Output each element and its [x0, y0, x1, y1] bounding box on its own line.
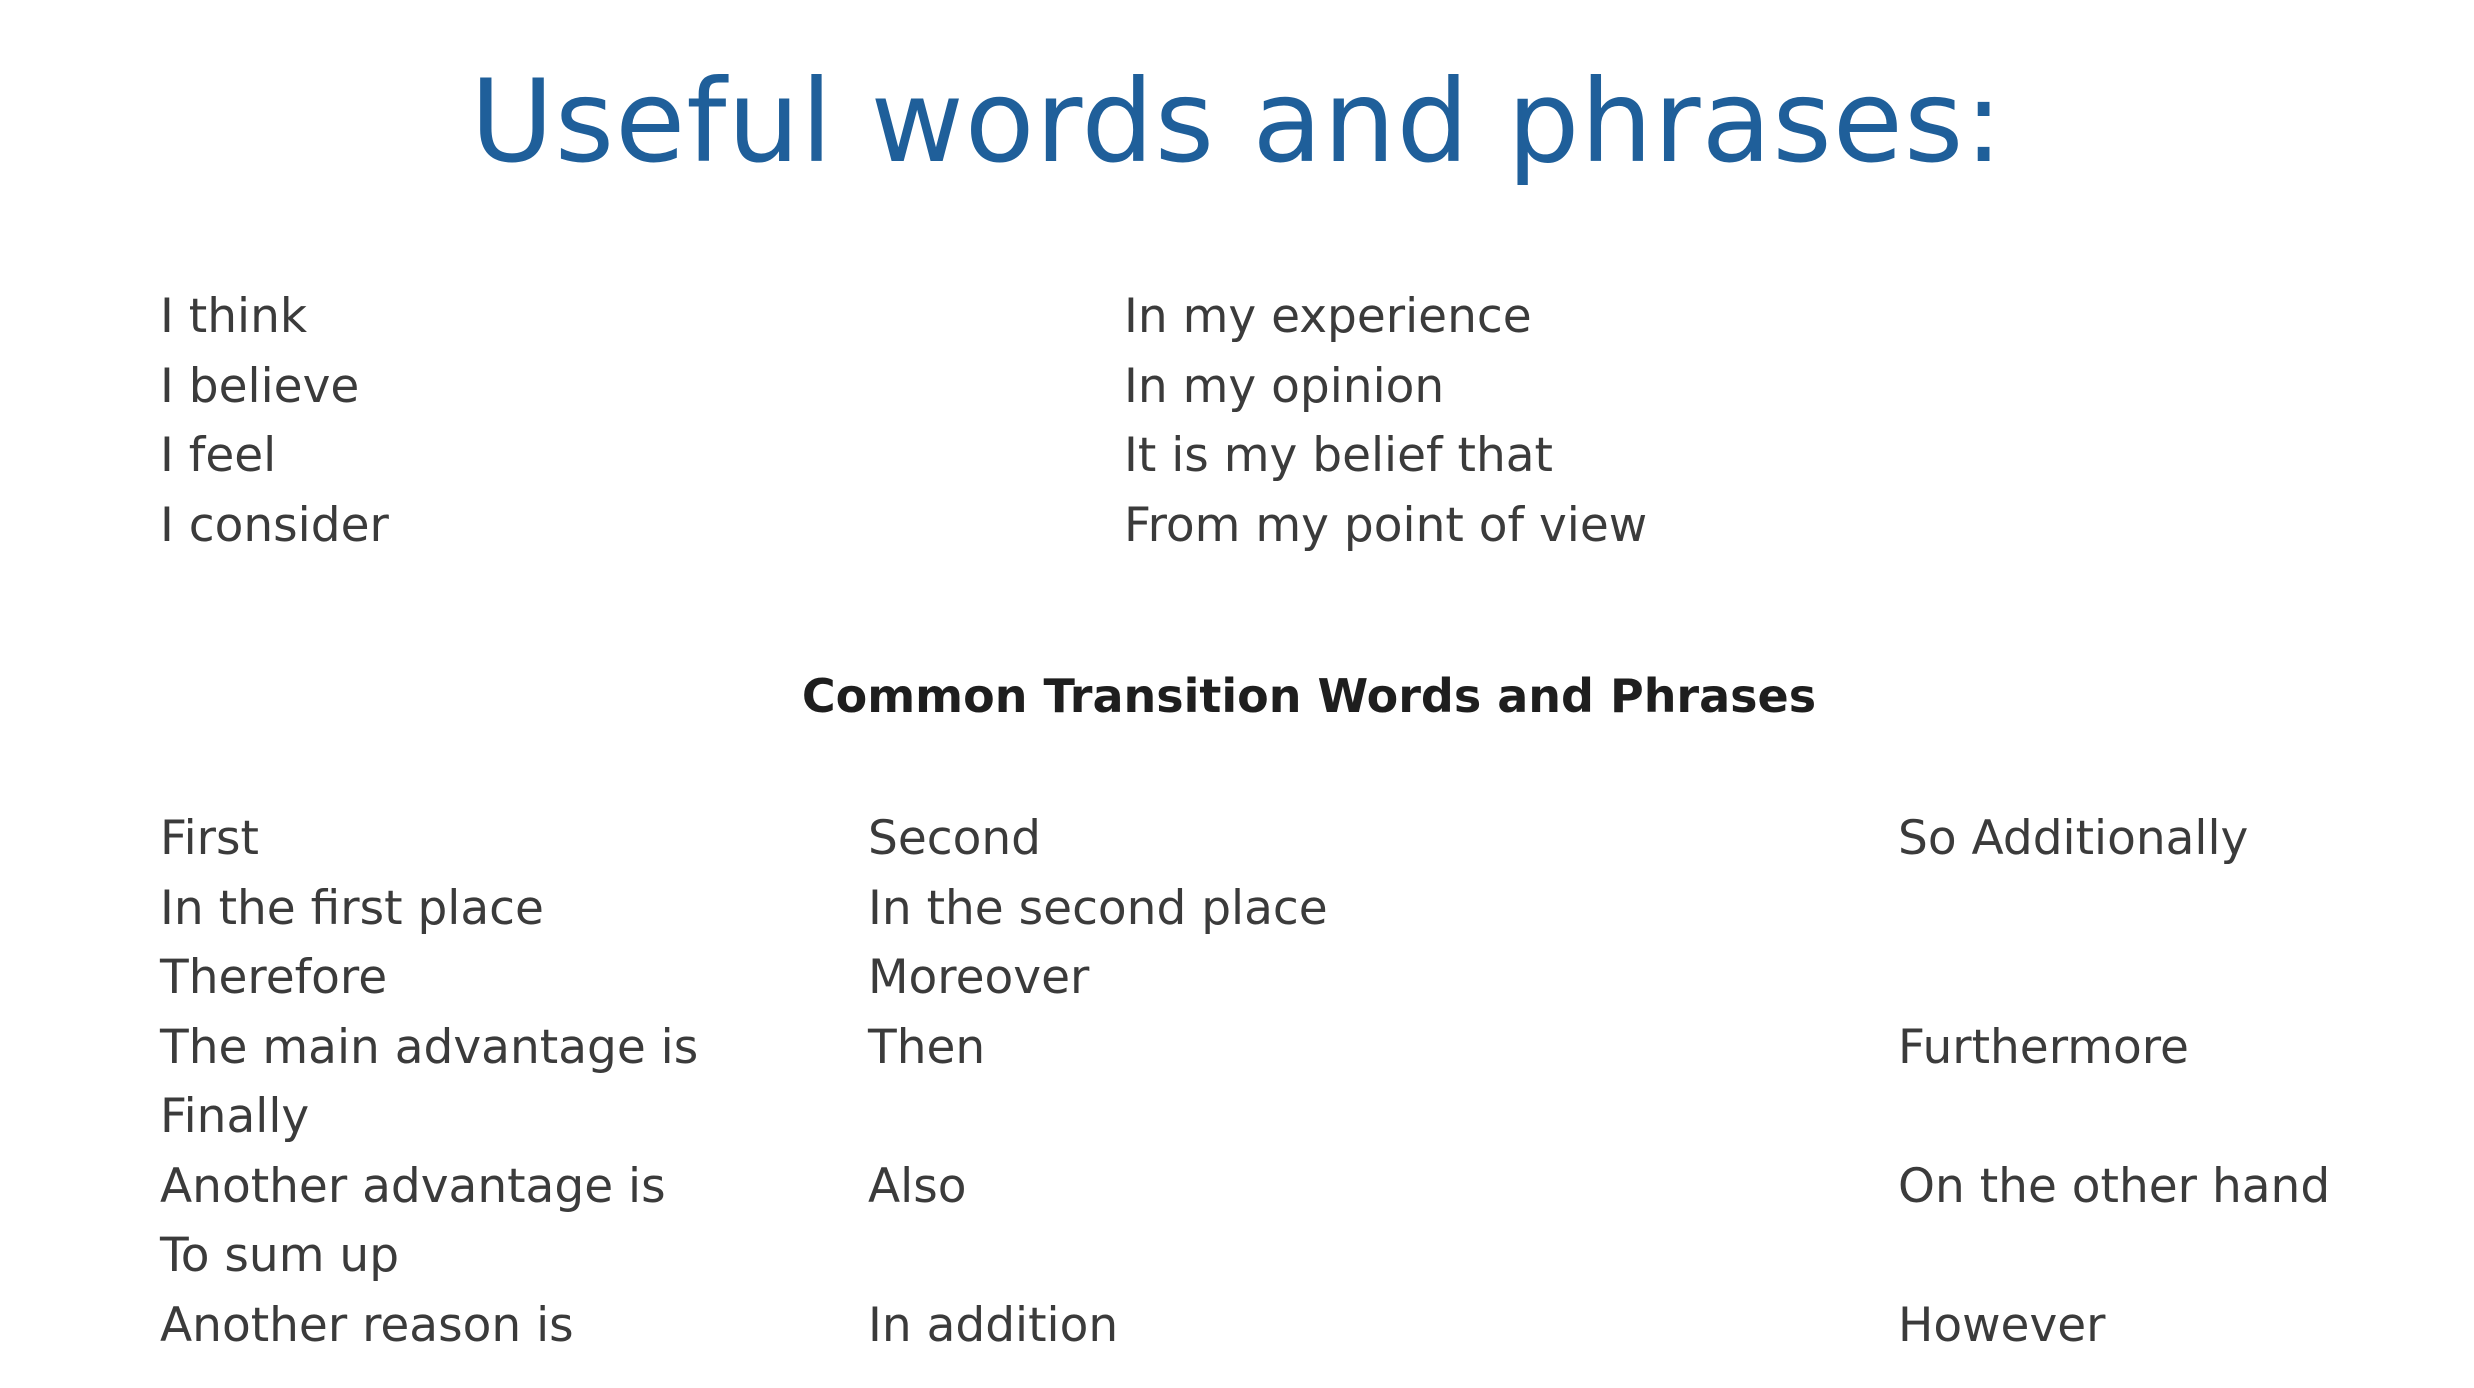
transition-phrase: Moreover — [868, 950, 1090, 1005]
transition-phrase — [1898, 874, 2330, 944]
transition-phrase — [1898, 1221, 2330, 1291]
transition-phrase — [1898, 943, 2330, 1013]
transition-phrase: Also — [868, 1158, 967, 1214]
opinion-phrase: It is my belief that — [1124, 428, 1553, 483]
transition-phrase: Another advantage is — [160, 1158, 666, 1214]
transition-phrase: In addition — [868, 1297, 1119, 1353]
transition-phrase: In the second place — [868, 880, 1328, 936]
transition-phrase — [868, 1082, 1328, 1152]
transition-phrase: Second — [868, 811, 1041, 866]
opinion-phrase: In my opinion — [1124, 358, 1445, 414]
slide-title: Useful words and phrases: — [470, 55, 2004, 188]
transition-phrase: However — [1898, 1297, 2106, 1353]
transition-phrase — [1898, 1082, 2330, 1152]
transition-phrase — [868, 1221, 1328, 1291]
opinion-phrase: I consider — [160, 497, 389, 553]
opinion-phrases-left-list: I think I believe I feel I consider — [160, 282, 389, 560]
transitions-column-2: Second In the second place Moreover Then… — [868, 804, 1328, 1360]
opinion-phrase: I think — [160, 289, 308, 344]
transition-phrase: In the first place — [160, 880, 544, 936]
opinion-phrase: From my point of view — [1124, 497, 1648, 553]
transitions-column-1: First In the first place Therefore The m… — [160, 804, 698, 1360]
transition-phrase: On the other hand — [1898, 1158, 2331, 1214]
transition-phrase: Finally — [160, 1089, 310, 1144]
transition-phrase: Another reason is — [160, 1297, 574, 1353]
transition-phrase: The main advantage is — [160, 1019, 699, 1075]
transition-phrase: So Additionally — [1898, 811, 2249, 866]
opinion-phrases-right-list: In my experience In my opinion It is my … — [1124, 282, 1647, 560]
transitions-heading: Common Transition Words and Phrases — [801, 669, 1817, 723]
opinion-phrase: In my experience — [1124, 289, 1532, 344]
opinion-phrase: I feel — [160, 428, 277, 483]
opinion-phrase: I believe — [160, 358, 360, 414]
transitions-column-3: So Additionally Furthermore On the other… — [1898, 804, 2330, 1360]
transition-phrase: First — [160, 811, 259, 866]
transition-phrase: To sum up — [160, 1228, 400, 1283]
transition-phrase: Then — [868, 1019, 986, 1075]
transition-phrase: Furthermore — [1898, 1019, 2189, 1075]
transition-phrase: Therefore — [160, 950, 388, 1005]
